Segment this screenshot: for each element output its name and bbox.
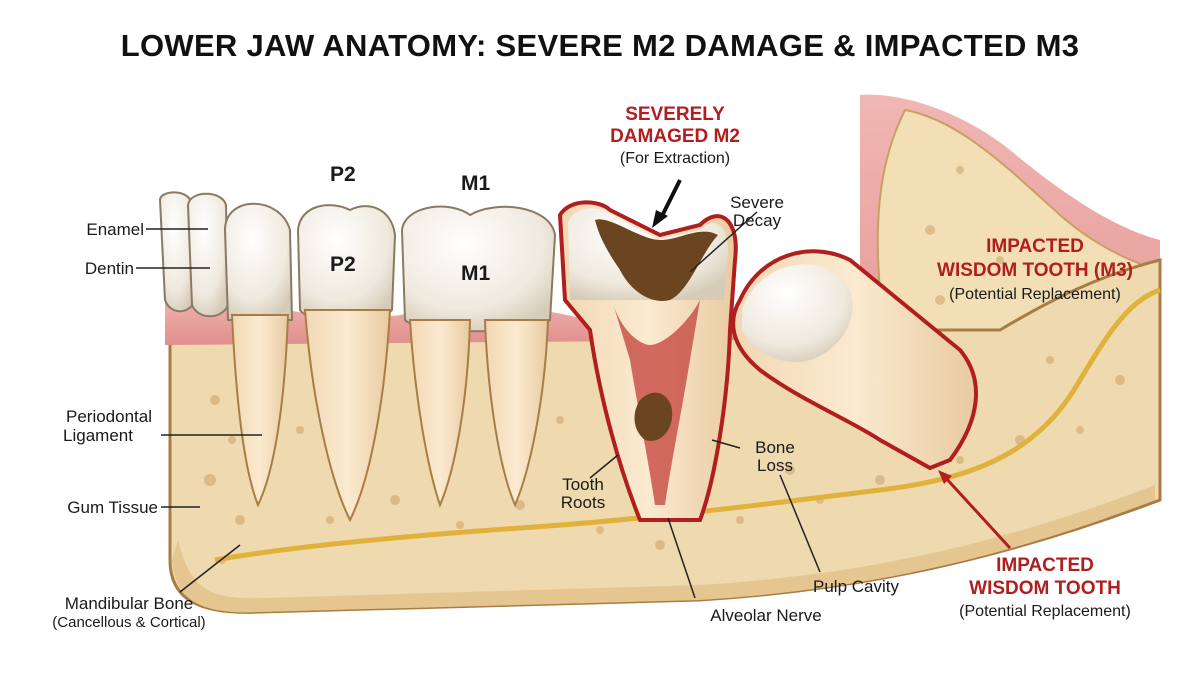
page-title: LOWER JAW ANATOMY: SEVERE M2 DAMAGE & IM… — [120, 28, 1080, 63]
m1-top-label: M1 — [461, 172, 491, 195]
alveolar-nerve-label: Alveolar Nerve — [710, 606, 822, 625]
p2-crown-label: P2 — [330, 253, 356, 276]
bone-loss-label-line2: Loss — [757, 456, 793, 475]
mandibular-bone-label: Mandibular Bone — [64, 594, 194, 613]
enamel-label: Enamel — [86, 220, 144, 239]
m1-crown-label: M1 — [461, 262, 491, 285]
dentin-label: Dentin — [84, 259, 134, 278]
p2-root — [303, 309, 392, 523]
incisor-2 — [186, 192, 230, 318]
canine-root — [230, 314, 290, 508]
m2-arrow — [658, 179, 682, 221]
m2-bone-loss — [634, 392, 673, 441]
gum-tissue-label: Gum Tissue — [67, 498, 158, 517]
bone-loss-label-line1: Bone — [755, 438, 795, 457]
m3-top-callout-sub: (Potential Replacement) — [949, 286, 1121, 303]
severe-decay-label-line1: Severe — [730, 193, 784, 212]
m3-top-callout-line2: WISDOM TOOTH (M3) — [937, 260, 1133, 281]
m1-root-left — [408, 319, 472, 508]
cortical-bone — [172, 485, 1155, 613]
m3-arrow — [942, 474, 1012, 550]
tooth-roots-label-line1: Tooth — [562, 475, 604, 494]
m3-bottom-callout-sub: (Potential Replacement) — [959, 603, 1131, 620]
m2-callout-line1: SEVERELY — [625, 104, 725, 125]
p2-top-label: P2 — [330, 163, 356, 186]
alveolar-nerve — [214, 287, 1161, 563]
m3-bottom-callout-line1: IMPACTED — [996, 555, 1094, 576]
m2-callout-line2: DAMAGED M2 — [610, 126, 740, 147]
m2-decay — [595, 219, 718, 301]
m3-bottom-callout-line2: WISDOM TOOTH — [969, 578, 1121, 599]
m3-arrowhead — [938, 470, 952, 484]
tooth-roots-label-line2: Roots — [560, 493, 606, 512]
periodontal-label-line2: Ligament — [63, 426, 133, 445]
m3-top-callout-line1: IMPACTED — [986, 236, 1084, 257]
mandibular-bone-sublabel: (Cancellous & Cortical) — [52, 614, 206, 631]
canine-crown — [223, 202, 294, 321]
m2-callout-sub: (For Extraction) — [619, 150, 731, 167]
leader-lines — [136, 211, 821, 599]
m2-arrowhead — [652, 210, 668, 228]
m1-root-right — [483, 319, 550, 508]
m3-crown — [742, 264, 853, 362]
severe-decay-label-line2: Decay — [732, 211, 782, 230]
pulp-cavity-label: Pulp Cavity — [813, 577, 899, 596]
cancellous-texture — [204, 166, 1125, 564]
periodontal-label-line1: Periodontal — [65, 407, 152, 426]
